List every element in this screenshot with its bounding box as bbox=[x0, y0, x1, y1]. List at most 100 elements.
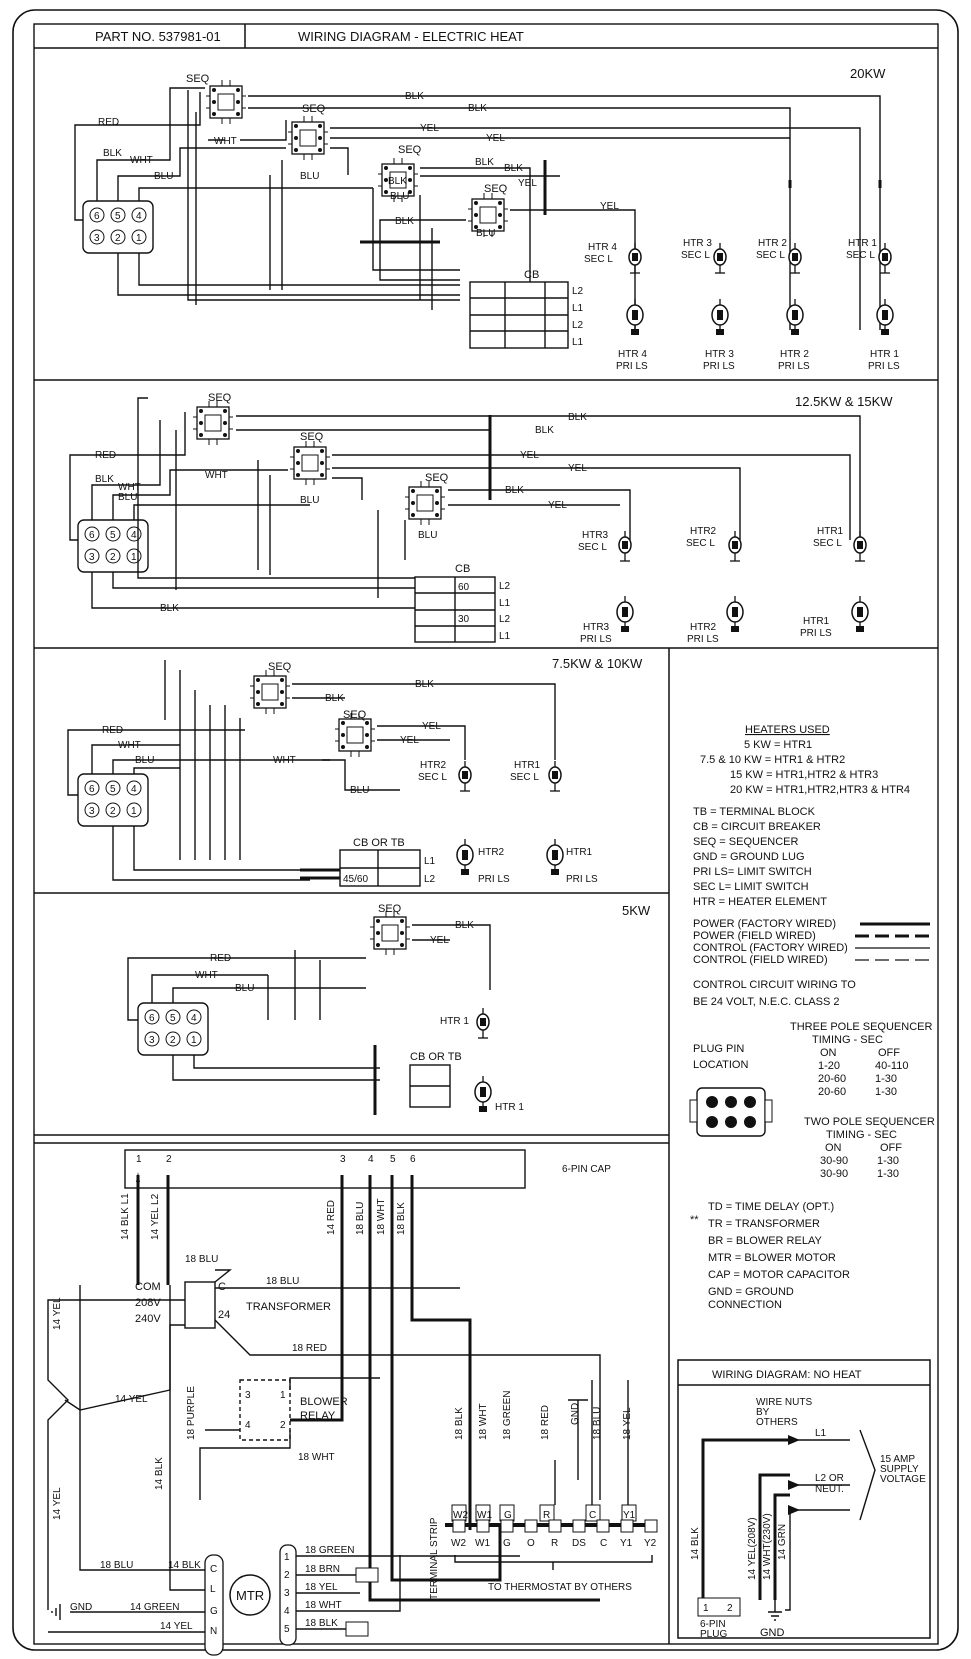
svg-text:GND: GND bbox=[570, 1403, 581, 1425]
svg-text:14 YEL: 14 YEL bbox=[115, 1394, 148, 1405]
svg-text:RED: RED bbox=[95, 450, 116, 461]
svg-text:BLK: BLK bbox=[160, 603, 179, 614]
part-number: PART NO. 537981-01 bbox=[95, 29, 221, 44]
no-heat-title: WIRING DIAGRAM: NO HEAT bbox=[712, 1369, 862, 1381]
svg-text:L1: L1 bbox=[499, 631, 511, 642]
svg-text:240V: 240V bbox=[135, 1313, 161, 1325]
svg-text:5: 5 bbox=[110, 784, 116, 795]
svg-text:18 PURPLE: 18 PURPLE bbox=[186, 1386, 197, 1440]
svg-text:WHT: WHT bbox=[118, 482, 141, 493]
control-wiring: 6-PIN CAP 1 2 3 4 5 6 COM 208V 240V C 24… bbox=[47, 1149, 658, 1656]
svg-text:BLK: BLK bbox=[415, 679, 434, 690]
svg-text:MTR = BLOWER MOTOR: MTR = BLOWER MOTOR bbox=[708, 1252, 836, 1264]
svg-text:SEQ: SEQ bbox=[208, 392, 232, 404]
svg-text:2: 2 bbox=[115, 233, 121, 244]
svg-text:4: 4 bbox=[191, 1013, 197, 1024]
svg-text:BLU: BLU bbox=[390, 191, 409, 202]
svg-text:BR = BLOWER RELAY: BR = BLOWER RELAY bbox=[708, 1235, 822, 1247]
svg-text:SEC L: SEC L bbox=[681, 250, 710, 261]
svg-text:5: 5 bbox=[284, 1624, 290, 1635]
svg-text:1: 1 bbox=[136, 1154, 142, 1165]
svg-text:SEQ: SEQ bbox=[398, 144, 422, 156]
svg-text:CB: CB bbox=[455, 563, 470, 575]
svg-text:18 BLK: 18 BLK bbox=[305, 1618, 338, 1629]
svg-text:POWER (FIELD WIRED): POWER (FIELD WIRED) bbox=[693, 930, 816, 942]
svg-text:GND = GROUND: GND = GROUND bbox=[708, 1286, 794, 1298]
svg-text:YEL: YEL bbox=[486, 133, 505, 144]
svg-text:ON: ON bbox=[820, 1047, 837, 1059]
svg-text:W2: W2 bbox=[453, 1510, 468, 1521]
svg-text:HTR 3: HTR 3 bbox=[683, 238, 712, 249]
svg-text:TR = TRANSFORMER: TR = TRANSFORMER bbox=[708, 1218, 820, 1230]
svg-text:1: 1 bbox=[280, 1390, 286, 1401]
svg-text:NEUT.: NEUT. bbox=[815, 1484, 844, 1495]
svg-text:BLK: BLK bbox=[468, 103, 487, 114]
svg-text:DS: DS bbox=[572, 1538, 586, 1549]
svg-text:SUPPLY: SUPPLY bbox=[880, 1464, 919, 1475]
svg-text:BLK: BLK bbox=[505, 485, 524, 496]
svg-text:BLK: BLK bbox=[388, 176, 407, 187]
svg-text:CONTROL (FIELD WIRED): CONTROL (FIELD WIRED) bbox=[693, 954, 828, 966]
svg-text:BLK: BLK bbox=[325, 693, 344, 704]
svg-text:SEQ: SEQ bbox=[268, 661, 292, 673]
svg-text:L2: L2 bbox=[424, 874, 436, 885]
svg-text:BLU: BLU bbox=[118, 492, 137, 503]
svg-text:BLK: BLK bbox=[475, 157, 494, 168]
svg-text:18 WHT: 18 WHT bbox=[478, 1403, 489, 1440]
svg-text:RELAY: RELAY bbox=[300, 1410, 336, 1422]
svg-text:CAP = MOTOR CAPACITOR: CAP = MOTOR CAPACITOR bbox=[708, 1269, 850, 1281]
svg-text:SEC L: SEC L bbox=[578, 542, 607, 553]
svg-text:14 YEL(208V): 14 YEL(208V) bbox=[747, 1517, 758, 1580]
svg-text:3: 3 bbox=[340, 1154, 346, 1165]
svg-text:1-30: 1-30 bbox=[875, 1073, 897, 1085]
svg-text:TB = TERMINAL BLOCK: TB = TERMINAL BLOCK bbox=[693, 806, 816, 818]
svg-text:SEQ = SEQUENCER: SEQ = SEQUENCER bbox=[693, 836, 799, 848]
diagram-title: WIRING DIAGRAM - ELECTRIC HEAT bbox=[298, 29, 524, 44]
svg-text:HTR 3: HTR 3 bbox=[705, 349, 734, 360]
svg-text:3: 3 bbox=[149, 1035, 155, 1046]
svg-text:W1: W1 bbox=[477, 1510, 492, 1521]
svg-text:20-60: 20-60 bbox=[818, 1086, 846, 1098]
svg-text:6: 6 bbox=[89, 784, 95, 795]
svg-text:5 KW = HTR1: 5 KW = HTR1 bbox=[744, 739, 812, 751]
svg-text:18 WHT: 18 WHT bbox=[376, 1198, 387, 1235]
svg-text:PRI LS: PRI LS bbox=[703, 361, 735, 372]
svg-text:BLK: BLK bbox=[405, 91, 424, 102]
cb-15kw: CB 60 30 L2 L1 L2 L1 bbox=[414, 563, 511, 643]
svg-text:Y2: Y2 bbox=[644, 1538, 657, 1549]
svg-text:WHT: WHT bbox=[195, 970, 218, 981]
svg-text:14 BLK: 14 BLK bbox=[690, 1527, 701, 1560]
svg-text:RED: RED bbox=[210, 953, 231, 964]
svg-text:30-90: 30-90 bbox=[820, 1168, 848, 1180]
outer-frame bbox=[12, 9, 959, 1651]
svg-text:18 WHT: 18 WHT bbox=[305, 1600, 342, 1611]
svg-text:6: 6 bbox=[94, 211, 100, 222]
svg-text:YEL: YEL bbox=[420, 123, 439, 134]
svg-text:1: 1 bbox=[284, 1552, 290, 1563]
svg-text:1: 1 bbox=[191, 1035, 197, 1046]
svg-text:4: 4 bbox=[131, 784, 137, 795]
svg-text:YEL: YEL bbox=[518, 178, 537, 189]
svg-text:2: 2 bbox=[727, 1603, 733, 1614]
svg-text:C: C bbox=[600, 1538, 607, 1549]
svg-text:COM: COM bbox=[135, 1281, 161, 1293]
svg-text:1-20: 1-20 bbox=[818, 1060, 840, 1072]
svg-text:YEL: YEL bbox=[548, 500, 567, 511]
svg-text:L: L bbox=[210, 1584, 216, 1595]
svg-text:18 BLK: 18 BLK bbox=[454, 1407, 465, 1440]
blower-relay bbox=[239, 1379, 291, 1441]
svg-text:BLK: BLK bbox=[395, 216, 414, 227]
svg-text:BLU: BLU bbox=[418, 530, 437, 541]
svg-text:20-60: 20-60 bbox=[818, 1073, 846, 1085]
svg-text:W2: W2 bbox=[451, 1538, 466, 1549]
svg-text:VOLTAGE: VOLTAGE bbox=[880, 1474, 926, 1485]
svg-text:TRANSFORMER: TRANSFORMER bbox=[246, 1301, 331, 1313]
svg-text:SEQ: SEQ bbox=[484, 183, 508, 195]
svg-text:MTR: MTR bbox=[236, 1588, 264, 1603]
svg-text:G: G bbox=[210, 1606, 218, 1617]
svg-text:BLU: BLU bbox=[476, 228, 495, 239]
section-5kw-title: 5KW bbox=[622, 903, 651, 918]
svg-text:SEC L: SEC L bbox=[510, 772, 539, 783]
svg-text:BLU: BLU bbox=[135, 755, 154, 766]
svg-text:HTR1: HTR1 bbox=[803, 616, 830, 627]
